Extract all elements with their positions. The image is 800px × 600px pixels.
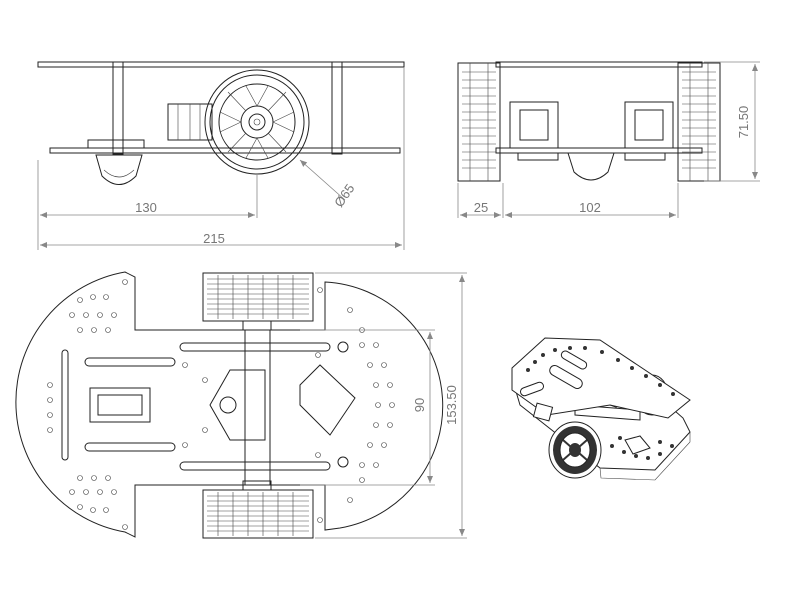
wheel-front-left — [457, 62, 501, 182]
dim-102: 102 — [579, 200, 601, 215]
motor-right — [624, 101, 674, 149]
left-slot — [61, 349, 69, 461]
motor-left — [509, 101, 559, 149]
side-view: 130 215 Ø65 — [37, 61, 405, 250]
front-caster — [567, 152, 615, 181]
standoff-right — [331, 61, 343, 155]
top-wheel-upper — [202, 272, 314, 322]
dim-wheel-diameter: Ø65 — [331, 181, 357, 210]
dim-71-50: 71.50 — [736, 106, 751, 139]
center-bar — [244, 329, 271, 486]
front-top-plate — [495, 61, 703, 68]
caster-mount — [87, 139, 145, 149]
front-view: 25 102 71.50 — [457, 61, 760, 218]
dim-153-50: 153.50 — [444, 385, 459, 425]
dim-130: 130 — [135, 200, 157, 215]
mount-holes — [47, 279, 395, 530]
iso-front-wheel — [548, 421, 602, 479]
caster-cutout — [89, 387, 151, 423]
chassis-plate — [15, 271, 444, 538]
dim-25: 25 — [474, 200, 488, 215]
dim-90: 90 — [412, 398, 427, 412]
standoff-left — [112, 61, 124, 155]
diamond-cutout — [299, 364, 356, 436]
center-bracket — [209, 369, 266, 441]
iso-top-plate — [511, 337, 691, 419]
wheel-side — [204, 69, 310, 175]
top-plate — [37, 61, 405, 68]
dim-215: 215 — [203, 231, 225, 246]
isometric-view — [511, 337, 691, 481]
top-view: 90 153.50 — [15, 271, 467, 539]
front-bottom-plate — [495, 147, 703, 154]
wheel-front-right — [677, 62, 721, 182]
bottom-plate — [49, 147, 401, 154]
caster-wheel — [95, 154, 143, 185]
top-wheel-lower — [202, 489, 314, 539]
